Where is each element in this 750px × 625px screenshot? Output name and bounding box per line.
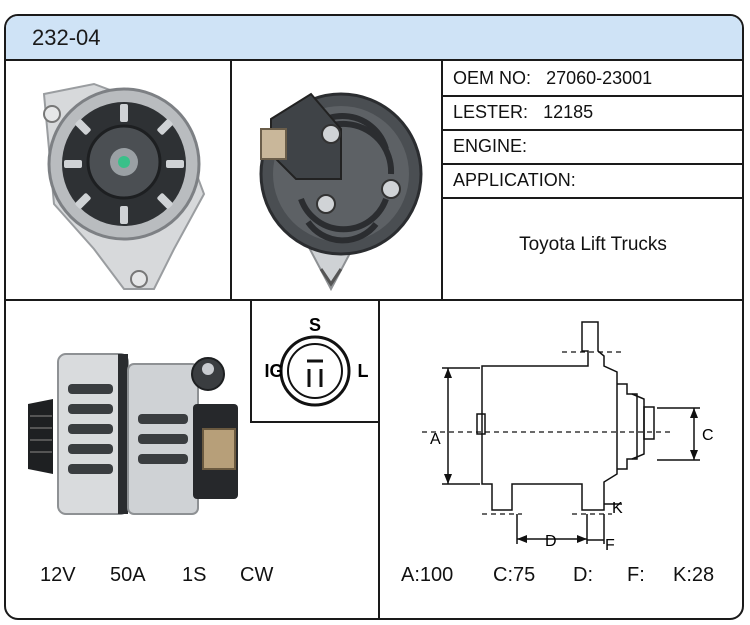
lester-row: LESTER: 12185 <box>443 95 742 129</box>
application-row: APPLICATION: <box>443 163 742 197</box>
divider-photo <box>230 61 232 299</box>
connector-outer-ring <box>279 335 351 407</box>
connector-label-s: S <box>309 315 321 335</box>
spec-voltage: 12V <box>40 564 76 586</box>
oem-row: OEM NO: 27060-23001 <box>443 61 742 95</box>
dimension-k-value: K:28 <box>673 564 715 586</box>
divider-row-3 <box>441 163 742 165</box>
spec-pulley: 1S <box>182 564 207 586</box>
dimension-d-value: D: <box>573 564 593 586</box>
lester-label: LESTER: <box>453 102 529 122</box>
divider-middle <box>6 299 742 301</box>
dimension-a-value: A:100 <box>401 564 454 586</box>
spec-rotation: CW <box>240 564 274 586</box>
dimension-c-value: C:75 <box>493 564 536 586</box>
spec-amperage: 50A <box>110 564 146 586</box>
dimension-label-c: C <box>702 427 714 444</box>
product-card: 232-04 OEM NO: 27060-23001 LESTER: 12185… <box>4 14 744 620</box>
divider-row-4 <box>441 197 742 199</box>
divider-info <box>441 61 443 299</box>
oem-label: OEM NO: <box>453 68 532 88</box>
connector-diagram: S IG L <box>264 315 369 407</box>
connector-label-ig: IG <box>264 361 283 381</box>
connector-box-bottom <box>250 421 380 423</box>
dimension-drawing: A C D F K <box>422 321 714 554</box>
lester-value: 12185 <box>543 102 594 122</box>
alternator-front-photo <box>42 82 206 290</box>
connector-inner-ring <box>287 343 343 399</box>
dimension-label-f: F <box>605 537 615 554</box>
connector-box-left <box>250 299 252 423</box>
application-label: APPLICATION: <box>453 170 576 190</box>
alternator-rear-photo <box>259 92 423 292</box>
oem-value: 27060-23001 <box>546 68 653 88</box>
alternator-side-photo <box>28 353 238 515</box>
engine-row: ENGINE: <box>443 129 742 163</box>
dimension-label-d: D <box>545 533 557 550</box>
divider-row-2 <box>441 129 742 131</box>
divider-bottom <box>378 299 380 618</box>
dimension-label-a: A <box>430 431 441 448</box>
application-value: Toyota Lift Trucks <box>519 234 667 255</box>
dimension-label-k: K <box>612 500 623 517</box>
dimension-f-value: F: <box>627 564 645 586</box>
divider-row-1 <box>441 95 742 97</box>
engine-label: ENGINE: <box>453 136 528 156</box>
part-code: 232-04 <box>32 25 101 50</box>
connector-label-l: L <box>358 361 369 381</box>
card-header: 232-04 <box>6 16 742 61</box>
